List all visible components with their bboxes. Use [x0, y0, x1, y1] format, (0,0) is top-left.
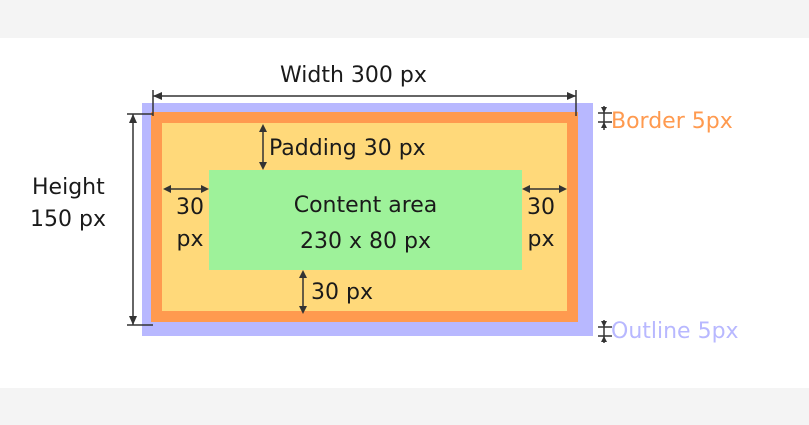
padding-top-arrow-up — [259, 124, 267, 132]
height-arrow-top — [129, 114, 137, 123]
padding-right-arrow-left — [522, 185, 530, 193]
outline-indicator-arrow-bottom — [601, 336, 607, 342]
padding-bottom-arrow-down — [299, 306, 307, 314]
padding-top-label: Padding 30 px — [269, 136, 426, 161]
height-label-line1: Height — [32, 175, 105, 200]
border-indicator-arrow-bottom — [601, 122, 607, 128]
width-arrow-left — [153, 92, 162, 100]
border-label: Border 5px — [611, 109, 733, 134]
dimension-lines — [127, 90, 612, 343]
height-label-line2: 150 px — [30, 207, 106, 232]
border-indicator-arrow-top — [601, 107, 607, 113]
height-label: Height 150 px — [30, 172, 106, 236]
padding-left-label-line1: 30 — [176, 195, 204, 220]
outline-indicator-arrow-top — [601, 321, 607, 327]
padding-top-arrow-down — [259, 162, 267, 170]
padding-left-label: 30 px — [168, 192, 212, 256]
width-arrow-right — [567, 92, 576, 100]
content-label-line1: Content area — [293, 193, 438, 218]
padding-right-label-line2: px — [527, 227, 555, 252]
padding-bottom-label: 30 px — [311, 280, 373, 305]
padding-right-arrow-right — [559, 185, 567, 193]
content-area — [209, 170, 522, 270]
padding-bottom-arrow-up — [299, 270, 307, 278]
content-label: Content area 230 x 80 px — [209, 188, 522, 260]
content-label-line2: 230 x 80 px — [300, 229, 431, 254]
padding-right-label: 30 px — [519, 192, 563, 256]
height-arrow-bottom — [129, 316, 137, 325]
width-label: Width 300 px — [280, 63, 427, 88]
padding-left-arrow-right — [201, 185, 209, 193]
padding-right-label-line1: 30 — [527, 195, 555, 220]
padding-left-arrow-left — [163, 185, 171, 193]
outline-label: Outline 5px — [611, 319, 739, 344]
box-model-diagram: Width 300 px Height 150 px Padding 30 px… — [0, 38, 809, 388]
padding-left-label-line2: px — [176, 227, 204, 252]
